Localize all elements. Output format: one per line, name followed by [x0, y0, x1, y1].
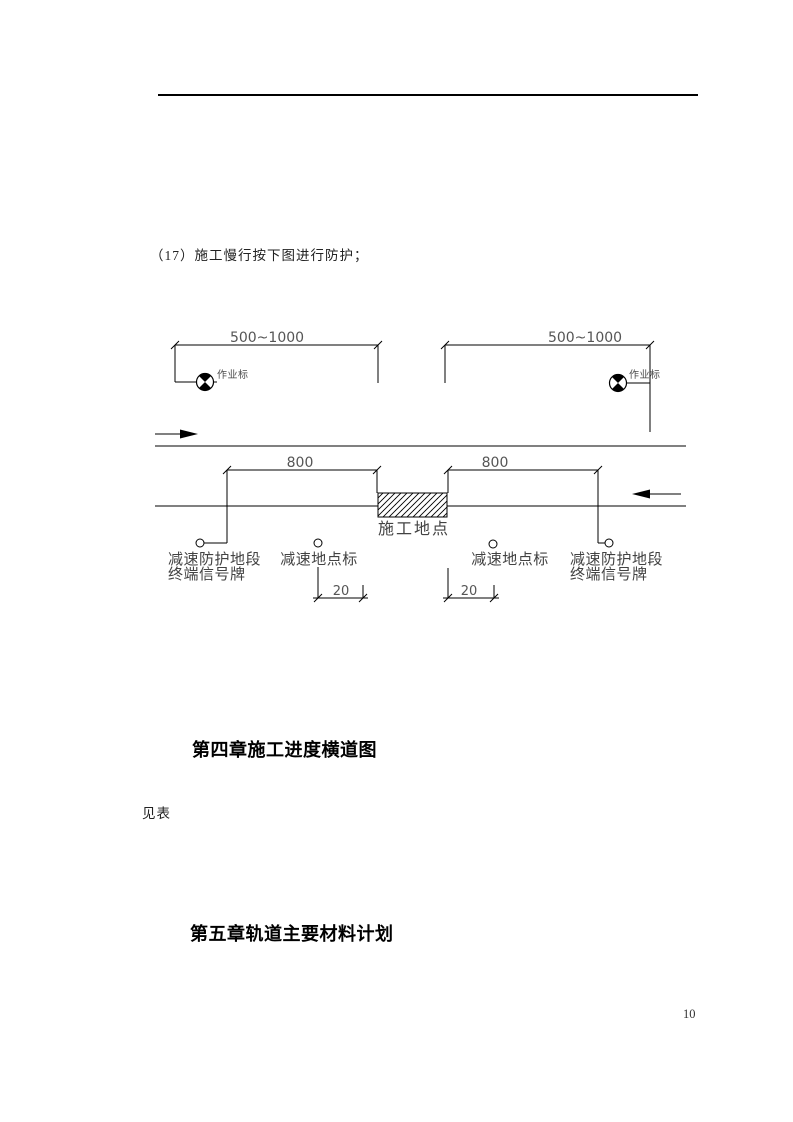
direction-arrow-right-icon	[155, 429, 198, 439]
work-marker-right-icon	[608, 373, 628, 393]
right-span-dim-text: 500~1000	[548, 330, 622, 346]
left-end-sign-circle-icon	[195, 538, 205, 548]
paragraph-17: （17）施工慢行按下图进行防护；	[150, 248, 369, 263]
direction-arrow-left-icon	[632, 489, 681, 499]
left-end-sign: 减速防护地段 终端信号牌	[168, 538, 261, 583]
header-rule	[158, 94, 698, 96]
right-end-sign-text-line1: 减速防护地段	[570, 550, 663, 568]
see-table-text: 见表	[142, 806, 171, 821]
construction-site-block	[377, 492, 448, 518]
left-span-dimension: 500~1000	[170, 330, 383, 383]
protection-scheme-diagram: 500~1000 作业标 500~1000 作业标	[155, 330, 686, 603]
work-marker-right-label: 作业标	[629, 369, 661, 381]
work-marker-left-label: 作业标	[217, 369, 249, 381]
right-section-dimension: 800	[443, 455, 603, 543]
right-slow-point-circle-icon	[488, 539, 498, 549]
left-section-dim-text: 800	[287, 455, 314, 471]
left-slow-point-marker: 减速地点标 20	[280, 538, 368, 603]
left-span-dim-text: 500~1000	[230, 330, 304, 346]
right-offset-dim-text: 20	[461, 584, 478, 599]
right-slow-point-text: 减速地点标	[471, 550, 549, 568]
right-end-sign-text-line2: 终端信号牌	[570, 565, 648, 583]
left-end-sign-text-line2: 终端信号牌	[168, 565, 246, 583]
right-slow-point-marker: 减速地点标 20	[443, 539, 549, 603]
right-span-dimension: 500~1000	[440, 330, 655, 432]
construction-site-label: 施工地点	[378, 519, 450, 538]
work-marker-left-icon	[195, 372, 217, 392]
chapter5-heading: 第五章轨道主要材料计划	[190, 924, 394, 944]
page-number: 10	[683, 1007, 696, 1021]
right-end-sign-circle-icon	[604, 538, 614, 548]
left-end-sign-text-line1: 减速防护地段	[168, 550, 261, 568]
right-section-dim-text: 800	[482, 455, 509, 471]
left-slow-point-circle-icon	[313, 538, 323, 548]
left-section-dimension: 800	[222, 455, 382, 543]
chapter4-heading: 第四章施工进度横道图	[192, 740, 377, 760]
right-end-sign: 减速防护地段 终端信号牌	[570, 538, 663, 583]
left-offset-dim-text: 20	[333, 584, 350, 599]
left-slow-point-text: 减速地点标	[280, 550, 358, 568]
